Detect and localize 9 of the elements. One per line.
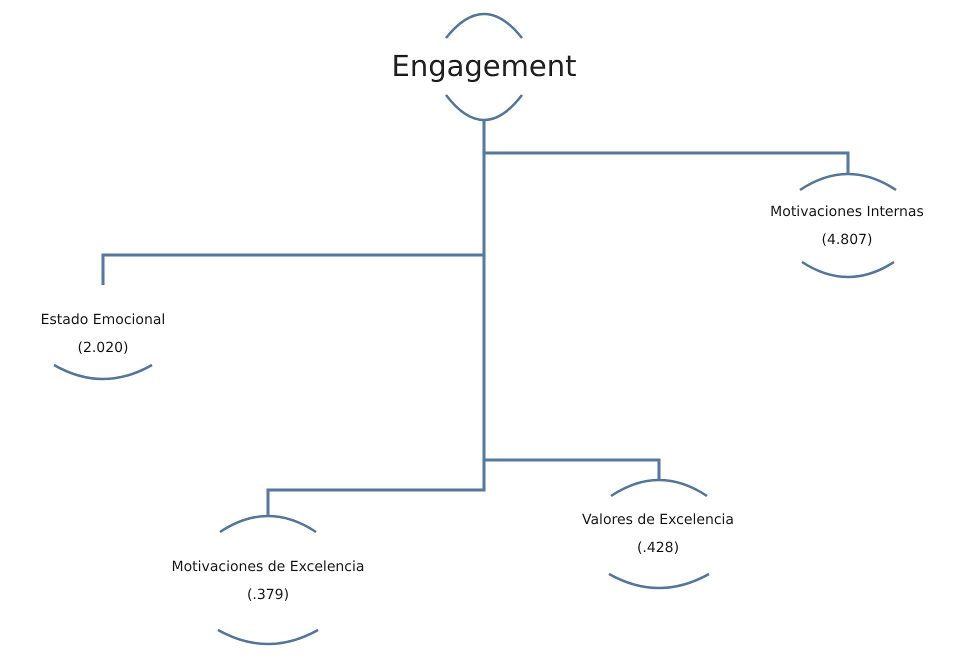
node-title: Motivaciones Internas [770, 204, 924, 220]
node-title: Estado Emocional [40, 312, 166, 328]
node-value: (2.020) [77, 340, 128, 356]
node-value: (.379) [246, 587, 290, 603]
node-value: (4.807) [821, 232, 872, 248]
node-title: Engagement [392, 49, 576, 83]
node-title: Motivaciones de Excelencia [172, 559, 364, 575]
node-title: Valores de Excelencia [582, 512, 734, 528]
node-value: (.428) [636, 540, 680, 556]
